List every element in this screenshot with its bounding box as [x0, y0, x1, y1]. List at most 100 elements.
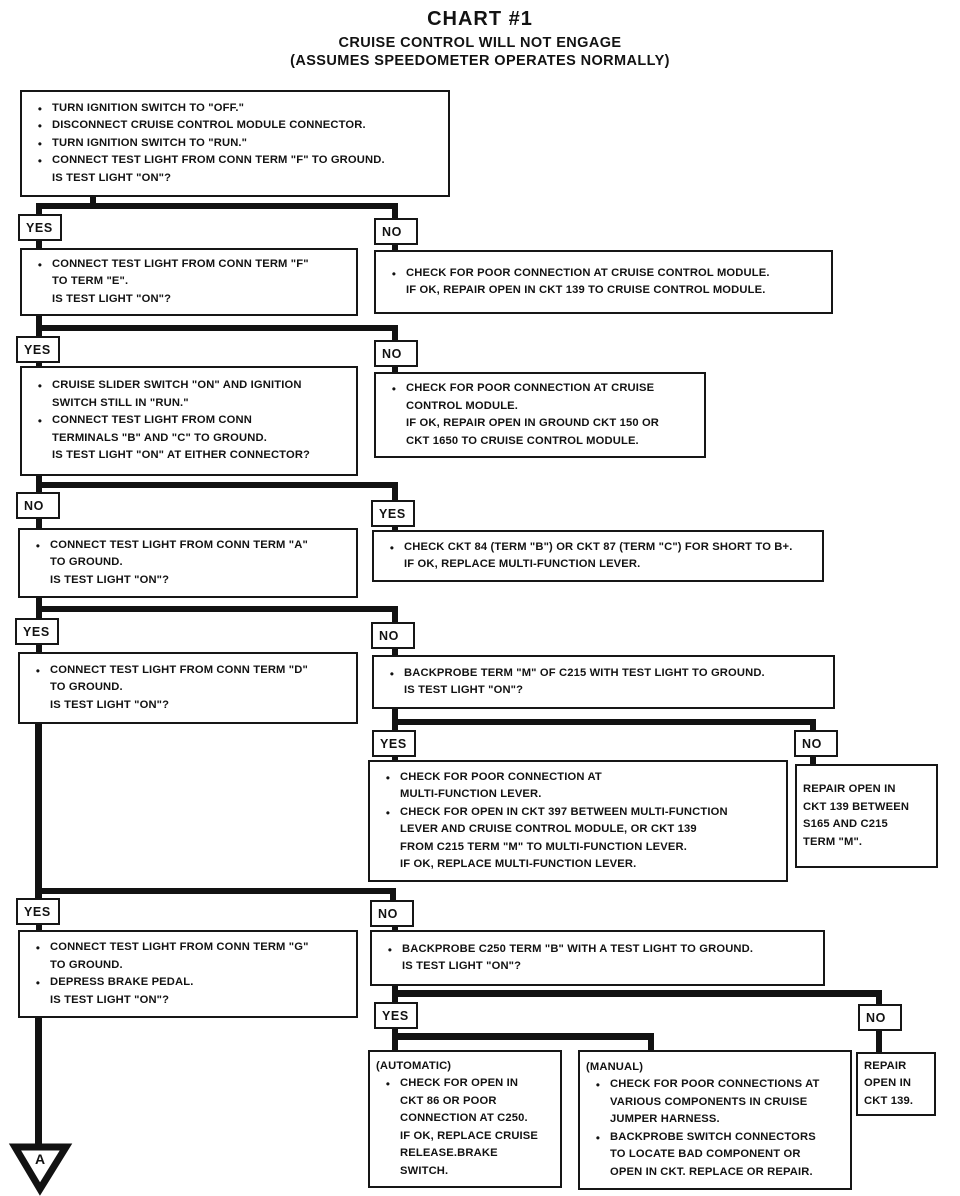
indent-spacer: [382, 398, 406, 416]
bullet-icon: ●: [389, 668, 395, 678]
node-text: TO GROUND.: [50, 958, 123, 971]
node-line: ● CONNECT TEST LIGHT FROM CONN TERM "A": [26, 537, 350, 555]
bullet-icon: ●: [35, 540, 41, 550]
triangle-icon: [8, 1143, 73, 1196]
indent-spacer: [380, 556, 404, 574]
node-line: IS TEST LIGHT "ON"?: [28, 291, 350, 309]
node-text: TERM "M".: [803, 835, 863, 848]
node-text: IS TEST LIGHT "ON"?: [52, 171, 172, 184]
node-text: OPEN IN CKT. REPLACE OR REPAIR.: [610, 1165, 813, 1178]
node-line: ●CHECK FOR POOR CONNECTION AT CRUISE: [382, 380, 698, 398]
connector-line: [392, 1033, 654, 1040]
connector-line: [392, 755, 398, 762]
indent-spacer: [380, 682, 404, 700]
node-line: IS TEST LIGHT "ON"?: [378, 958, 817, 976]
node-text: TO LOCATE BAD COMPONENT OR: [610, 1148, 801, 1161]
node-line: ● CONNECT TEST LIGHT FROM CONN: [28, 412, 350, 430]
off-page-connector-a: A: [8, 1143, 73, 1196]
node-text: IS TEST LIGHT "ON"?: [404, 684, 524, 696]
connector-line: [36, 606, 398, 612]
node-text: DISCONNECT CRUISE CONTROL MODULE CONNECT…: [52, 119, 366, 132]
bullet-icon: ●: [37, 416, 43, 426]
node-text: IS TEST LIGHT "ON"?: [50, 698, 170, 711]
indent-spacer: [376, 786, 400, 804]
node-backprobe-c250: ●BACKPROBE C250 TERM "B" WITH A TEST LIG…: [370, 930, 825, 986]
node-text: IF OK, REPLACE CRUISE: [400, 1129, 539, 1142]
node-text: (AUTOMATIC): [376, 1059, 452, 1072]
bullet-icon: ●: [387, 944, 393, 954]
connector-line: [810, 755, 816, 766]
node-text: CONNECTION AT C250.: [400, 1112, 528, 1125]
node-line: ●CONNECT TEST LIGHT FROM CONN TERM "G": [26, 939, 350, 957]
node-check-short-to-b-plus: ●CHECK CKT 84 (TERM "B") OR CKT 87 (TERM…: [372, 530, 824, 582]
connector-line: [392, 243, 398, 252]
node-line: CKT 86 OR POOR: [376, 1093, 554, 1111]
connector-line: [392, 719, 816, 725]
node-line: CKT 1650 TO CRUISE CONTROL MODULE.: [382, 433, 698, 451]
node-line: ●CHECK FOR POOR CONNECTION AT CRUISE CON…: [382, 265, 825, 283]
node-text: IS TEST LIGHT "ON"?: [50, 573, 170, 586]
node-line: TO GROUND.: [26, 957, 350, 975]
node-line: TO LOCATE BAD COMPONENT OR: [586, 1146, 844, 1164]
node-line: ●DISCONNECT CRUISE CONTROL MODULE CONNEC…: [28, 117, 442, 135]
connector-line: [36, 517, 42, 530]
node-text: IF OK, REPAIR OPEN IN CKT 139 TO CRUISE …: [406, 284, 766, 296]
connector-line: [36, 596, 42, 610]
connector-line: [392, 707, 398, 723]
yes-label: YES: [371, 500, 415, 527]
indent-spacer: [28, 273, 52, 291]
indent-spacer: [26, 572, 50, 590]
node-line: JUMPER HARNESS.: [586, 1111, 844, 1129]
node-text: CONNECT TEST LIGHT FROM CONN TERM "A": [50, 538, 308, 551]
no-label: NO: [374, 340, 418, 367]
indent-spacer: [26, 679, 50, 697]
node-text: TURN IGNITION SWITCH TO "OFF.": [52, 101, 245, 114]
node-line: VARIOUS COMPONENTS IN CRUISE: [586, 1094, 844, 1112]
connector-line: [392, 482, 398, 501]
indent-spacer: [586, 1094, 610, 1112]
indent-spacer: [376, 1128, 400, 1146]
connector-line: [35, 1018, 42, 1148]
node-text: IF OK, REPLACE MULTI-FUNCTION LEVER.: [400, 858, 637, 870]
node-line: ●CHECK CKT 84 (TERM "B") OR CKT 87 (TERM…: [380, 539, 816, 557]
yes-label: YES: [18, 214, 62, 241]
connector-line: [392, 203, 398, 220]
node-text: RELEASE.BRAKE: [400, 1147, 498, 1160]
node-line: OPEN IN: [864, 1075, 928, 1093]
connector-line: [876, 1029, 882, 1053]
indent-spacer: [26, 957, 50, 975]
yes-label: YES: [15, 618, 59, 645]
connector-line: [392, 925, 398, 933]
indent-spacer: [382, 282, 406, 300]
node-text: BACKPROBE SWITCH CONNECTORS: [610, 1130, 816, 1143]
node-line: ●CONNECT TEST LIGHT FROM CONN TERM "F": [28, 256, 350, 274]
node-line: ●CONNECT TEST LIGHT FROM CONN TERM "F" T…: [28, 152, 442, 170]
bullet-icon: ●: [37, 103, 43, 113]
connector-line: [36, 239, 42, 250]
node-line: ●CRUISE SLIDER SWITCH "ON" AND IGNITION: [28, 377, 350, 395]
bullet-icon: ●: [391, 384, 397, 393]
node-text: CONNECT TEST LIGHT FROM CONN TERM "D": [50, 663, 308, 676]
node-line: (MANUAL): [586, 1059, 844, 1077]
node-line: LEVER AND CRUISE CONTROL MODULE, OR CKT …: [376, 821, 780, 839]
connector-line: [90, 197, 96, 207]
node-line: TO GROUND.: [26, 554, 350, 572]
node-text: IS TEST LIGHT "ON"?: [52, 292, 172, 305]
bullet-icon: ●: [595, 1132, 601, 1142]
node-text: CONTROL MODULE.: [406, 399, 519, 412]
node-text: REPAIR: [864, 1059, 907, 1072]
yes-label: YES: [372, 730, 416, 757]
node-text: CONNECT TEST LIGHT FROM CONN TERM "G": [50, 941, 309, 953]
node-text: FROM C215 TERM "M" TO MULTI-FUNCTION LEV…: [400, 840, 688, 853]
bullet-icon: ●: [389, 542, 395, 552]
node-text: (MANUAL): [586, 1060, 644, 1073]
node-line: IF OK, REPLACE MULTI-FUNCTION LEVER.: [380, 556, 816, 574]
node-text: CONNECT TEST LIGHT FROM CONN: [52, 414, 252, 427]
indent-spacer: [376, 1145, 400, 1163]
indent-spacer: [586, 1164, 610, 1182]
node-text: JUMPER HARNESS.: [610, 1113, 720, 1126]
connector-line: [36, 606, 42, 619]
node-text: CRUISE SLIDER SWITCH "ON" AND IGNITION: [52, 379, 302, 392]
node-line: IF OK, REPLACE MULTI-FUNCTION LEVER.: [376, 856, 780, 874]
connector-line: [36, 203, 398, 209]
